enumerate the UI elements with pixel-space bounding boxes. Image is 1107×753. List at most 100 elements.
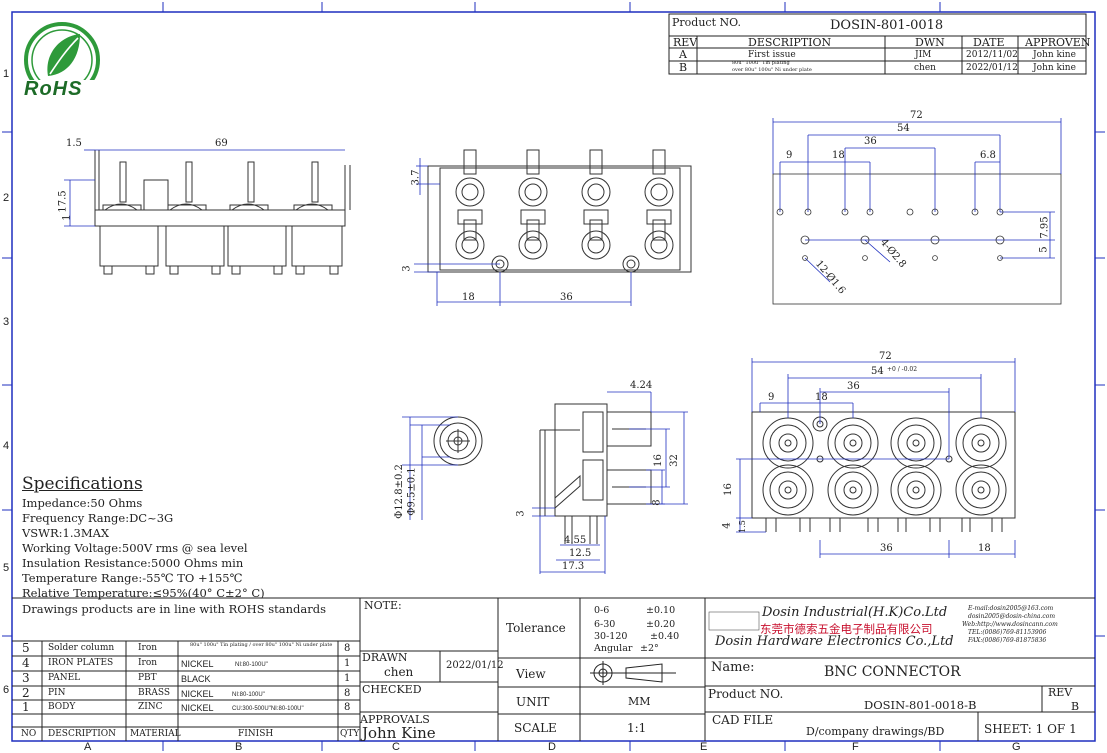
sheet-info: SHEET: 1 OF 1 <box>984 722 1077 736</box>
bom-row-3-fin: BLACK <box>181 674 211 684</box>
rev-label: REV <box>1048 686 1073 699</box>
tolerance-label: Tolerance <box>506 621 566 635</box>
column-label-g: G <box>1012 741 1021 753</box>
bom-row-5-desc: Solder column <box>48 643 115 653</box>
rohs-logo <box>22 22 100 100</box>
dim-sec-4-55: 4.55 <box>564 535 587 546</box>
bom-row-3-desc: PANEL <box>48 673 81 683</box>
dim-side-17-5: 17.5 <box>57 190 69 213</box>
approver-name: John Kine <box>362 724 436 742</box>
dim-panel-36b: 36 <box>880 543 893 554</box>
bom-row-4-no: 4 <box>22 656 30 670</box>
bom-header-material: MATERIAL <box>130 729 181 739</box>
unit-label: UNIT <box>516 695 550 709</box>
spec-impedance: Impedance:50 Ohms <box>22 496 143 510</box>
row-label-6: 6 <box>3 684 10 696</box>
tol-value-3: ±0.40 <box>650 631 680 642</box>
side-view-drawing <box>94 150 351 275</box>
dim-sec-4-24: 4.24 <box>630 380 653 391</box>
tol-range-1: 0-6 <box>594 605 610 616</box>
bom-row-5-mat: Iron <box>138 643 158 653</box>
title-block-grid <box>12 13 1095 741</box>
end-view-drawing <box>433 416 483 466</box>
product-no-value: DOSIN-801-0018-B <box>864 698 977 712</box>
bom-row-1-qty: 8 <box>344 702 351 713</box>
rev-row-b-rev: B <box>679 61 688 74</box>
rev-row-b-desc2: over 80u" 100u" Ni under plate <box>732 67 812 73</box>
company-name-en2: Dosin Hardware Electronics Co.,Ltd <box>715 634 954 649</box>
dim-sec-3: 3 <box>515 510 527 517</box>
front-view-drawing <box>427 149 692 273</box>
view-label: View <box>516 667 546 681</box>
rev-header-description: DESCRIPTION <box>748 36 832 49</box>
panel-view-drawing <box>736 358 1016 558</box>
dim-panel-54: 54 <box>871 366 884 377</box>
dim-panel-9: 9 <box>768 392 775 403</box>
scale-value: 1:1 <box>627 721 647 735</box>
tol-value-2: ±0.20 <box>646 619 676 630</box>
column-label-f: F <box>852 741 859 753</box>
rohs-logo-text: RoHS <box>24 78 83 100</box>
bom-row-4-fin: NICKEL <box>181 659 214 669</box>
row-label-2: 2 <box>3 192 10 204</box>
dim-panel-1-5: 1.5 <box>737 520 747 533</box>
bom-row-2-fin: NICKEL <box>181 689 214 699</box>
column-label-c: C <box>392 741 400 753</box>
dim-pcb-7-95: 7.95 <box>1039 216 1051 239</box>
rev-row-b-date: 2022/01/12 <box>966 63 1018 73</box>
product-no-label: Product NO. <box>708 687 784 701</box>
rev-header-date: DATE <box>973 36 1005 49</box>
rev-row-a-appr: John kine <box>1033 50 1076 60</box>
rev-row-a-date: 2012/11/02 <box>966 50 1018 60</box>
bom-row-3-qty: 1 <box>344 673 351 684</box>
rev-header-dwn: DWN <box>915 36 945 49</box>
cad-value: D/company drawings/BD <box>806 725 945 738</box>
dim-side-1-5: 1.5 <box>66 138 82 149</box>
row-label-3: 3 <box>3 316 10 328</box>
column-label-e: E <box>700 741 708 753</box>
bom-row-2-mat: BRASS <box>138 688 171 698</box>
bom-header-no: NO <box>21 729 37 739</box>
tol-value-4: ±2° <box>640 643 659 654</box>
bom-row-4-fin-small: NI:80-100U" <box>235 662 268 668</box>
bom-row-1-no: 1 <box>22 700 30 714</box>
bom-row-5-qty: 8 <box>344 643 351 654</box>
bom-header-qty: QTY <box>340 729 360 739</box>
dim-panel-36: 36 <box>847 381 860 392</box>
projection-view-symbol <box>590 661 676 685</box>
bom-row-3-mat: PBT <box>138 673 157 683</box>
company-name-en: Dosin Industrial(H.K)Co.Ltd <box>762 605 948 620</box>
spec-vswr: VSWR:1.3MAX <box>22 526 110 540</box>
contact-email-2: dosin2005@dosin-china.com <box>968 613 1056 620</box>
tol-range-4: Angular <box>594 643 633 654</box>
dim-pcb-36: 36 <box>864 136 877 147</box>
pcb-layout-drawing <box>772 118 1062 305</box>
bom-row-4-mat: Iron <box>138 658 158 668</box>
specs-title: Specifications <box>22 474 143 494</box>
note-label: NOTE: <box>364 599 402 612</box>
contact-fax: FAX:(0086)769-81875836 <box>968 637 1047 644</box>
rev-row-a-desc: First issue <box>748 50 796 60</box>
bom-row-2-fin-small: NI:80-100U" <box>232 692 265 698</box>
dim-front-3: 3 <box>401 265 413 272</box>
dim-panel-16: 16 <box>722 483 734 496</box>
bom-row-5-fin: 80u" 100u" Tin plating / over 80u" 100u"… <box>190 642 333 648</box>
bom-row-2-desc: PIN <box>48 688 66 698</box>
dim-front-18: 18 <box>462 292 475 303</box>
dim-pcb-9: 9 <box>786 150 793 161</box>
dim-sec-16: 16 <box>652 454 664 467</box>
tol-range-2: 6-30 <box>594 619 616 630</box>
dim-panel-4: 4 <box>721 522 733 529</box>
row-label-4: 4 <box>3 440 10 452</box>
dim-sec-32: 32 <box>668 454 680 467</box>
dim-pcb-72: 72 <box>910 110 923 121</box>
rev-row-b-appr: John kine <box>1033 63 1076 73</box>
tol-value-1: ±0.10 <box>646 605 676 616</box>
rev-product-no: DOSIN-801-0018 <box>830 18 944 33</box>
spec-insulation: Insulation Resistance:5000 Ohms min <box>22 556 244 570</box>
bom-header-description: DESCRIPTION <box>48 729 117 739</box>
company-name-cn: 东莞市德索五金电子制品有限公司 <box>760 622 933 636</box>
dim-end-inner: Φ9.5±0.1 <box>406 467 418 516</box>
rev-row-b-desc: 80u" 100u" Tin plating <box>732 60 790 66</box>
dim-front-36: 36 <box>560 292 573 303</box>
